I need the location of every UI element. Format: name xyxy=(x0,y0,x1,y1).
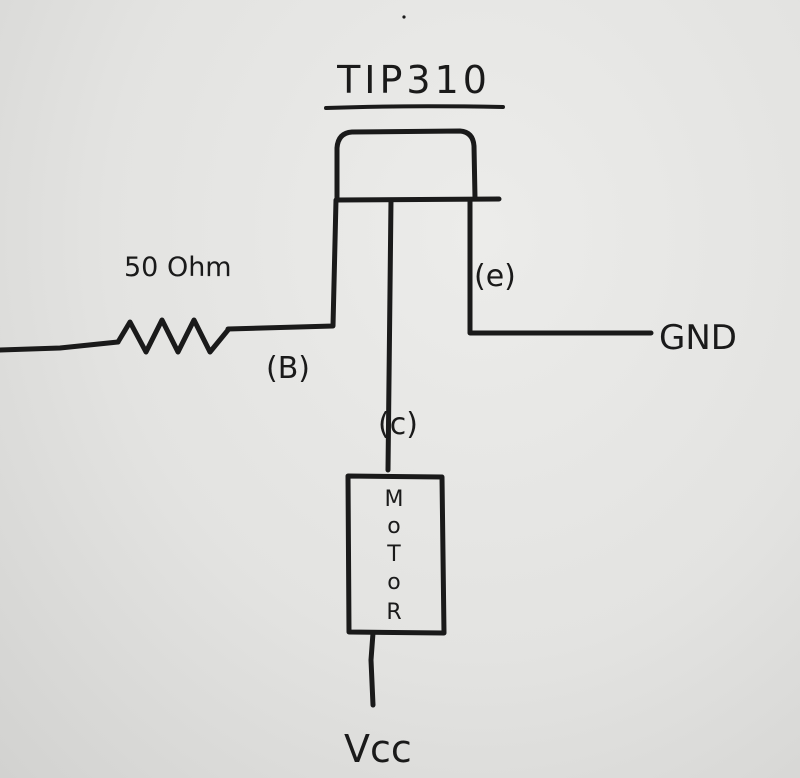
pin-emitter-label: (e) xyxy=(474,259,516,294)
motor-letter-1: M xyxy=(385,487,404,512)
base-lead xyxy=(225,197,339,332)
input-wire xyxy=(0,339,121,353)
pin-collector-label: (c) xyxy=(378,407,418,442)
motor-box xyxy=(345,473,447,636)
supply-label: Vcc xyxy=(344,727,412,771)
motor-letter-4: o xyxy=(387,570,400,595)
resistor-zigzag xyxy=(115,317,231,355)
ground-label: GND xyxy=(659,318,737,358)
transistor-tab-line xyxy=(334,196,502,203)
part-label-underline xyxy=(324,104,505,110)
motor-letter-3: T xyxy=(386,542,401,567)
supply-lead xyxy=(368,630,376,708)
emitter-lead xyxy=(467,197,654,336)
pin-base-label: (B) xyxy=(266,351,310,386)
resistor-label: 50 Ohm xyxy=(124,252,232,283)
motor-letter-2: o xyxy=(387,514,400,539)
part-label: TIP310 xyxy=(336,58,491,102)
transistor-body xyxy=(334,128,478,201)
stray-dot xyxy=(402,15,406,19)
collector-lead xyxy=(385,197,394,473)
motor-letter-5: R xyxy=(386,600,401,625)
